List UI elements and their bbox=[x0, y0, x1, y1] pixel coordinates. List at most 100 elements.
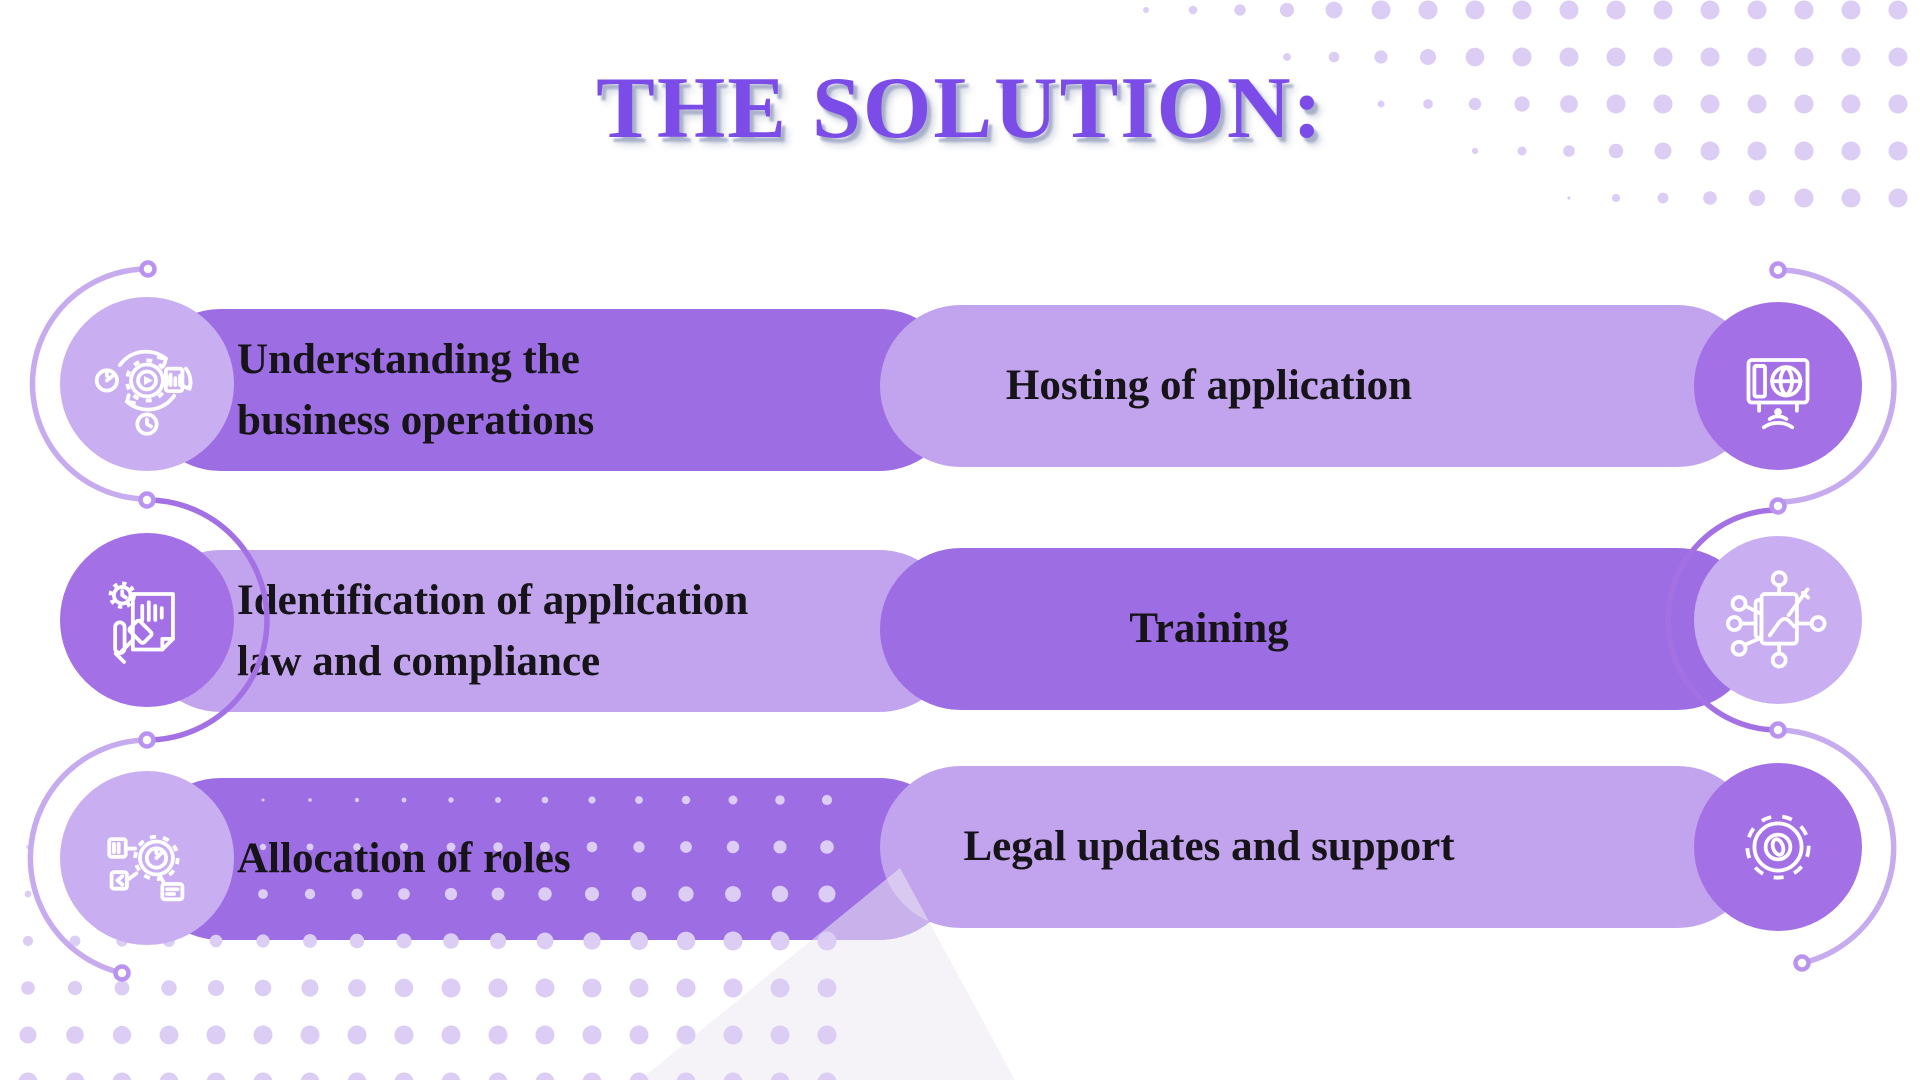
pattern-dot bbox=[351, 888, 363, 900]
pattern-dot bbox=[817, 978, 837, 998]
junction-dot bbox=[138, 731, 156, 749]
pattern-dot bbox=[398, 888, 410, 900]
pattern-dot bbox=[723, 931, 743, 951]
pattern-dot bbox=[676, 1072, 696, 1080]
pattern-dot bbox=[1747, 94, 1767, 114]
pattern-dot bbox=[1841, 141, 1861, 161]
pattern-dot bbox=[629, 1025, 649, 1045]
pattern-dot bbox=[1794, 188, 1814, 208]
pattern-dot bbox=[1747, 141, 1767, 161]
pattern-dot bbox=[771, 885, 789, 903]
pattern-dot bbox=[1841, 94, 1861, 114]
pill-identification-law-compliance: Identification of application law and co… bbox=[140, 550, 960, 712]
pattern-dot bbox=[1325, 1, 1343, 19]
pattern-dot bbox=[495, 797, 501, 803]
pattern-dot bbox=[22, 935, 34, 947]
pattern-dot bbox=[770, 1025, 790, 1045]
pattern-dot bbox=[535, 1025, 555, 1045]
pattern-dot bbox=[349, 933, 365, 949]
icon-circle-roles bbox=[60, 771, 234, 945]
pattern-dot bbox=[441, 1072, 461, 1080]
pattern-dot bbox=[1703, 191, 1717, 205]
pattern-dot bbox=[821, 794, 833, 806]
pattern-dot bbox=[588, 796, 596, 804]
pattern-dot bbox=[161, 980, 177, 996]
pattern-dot bbox=[206, 1072, 226, 1080]
pattern-dot bbox=[304, 888, 316, 900]
pattern-dot bbox=[1423, 99, 1433, 109]
pattern-dot bbox=[1888, 47, 1908, 67]
pattern-dot bbox=[24, 890, 32, 898]
pattern-dot bbox=[629, 1072, 649, 1080]
pattern-dot bbox=[347, 1025, 367, 1045]
pill-label: Legal updates and support bbox=[963, 823, 1455, 871]
pattern-dot bbox=[1560, 95, 1578, 113]
pattern-dot bbox=[1606, 94, 1626, 114]
roles-gear-icon bbox=[107, 834, 185, 902]
pattern-dot bbox=[1563, 145, 1575, 157]
pattern-dot bbox=[1841, 188, 1861, 208]
pattern-dot bbox=[1374, 50, 1388, 64]
junction-dot bbox=[1793, 954, 1811, 972]
pattern-dot bbox=[488, 978, 508, 998]
pattern-dot bbox=[1468, 97, 1482, 111]
training-network-icon bbox=[1725, 570, 1827, 669]
pattern-dot bbox=[254, 979, 272, 997]
pattern-dot bbox=[401, 797, 407, 803]
pattern-dot bbox=[208, 980, 224, 996]
pattern-dot bbox=[114, 980, 130, 996]
connector-arc-left-1 bbox=[29, 266, 149, 502]
pattern-dot bbox=[443, 933, 459, 949]
pattern-dot bbox=[306, 843, 314, 851]
pattern-dot bbox=[1465, 47, 1485, 67]
pattern-dot bbox=[394, 978, 414, 998]
pattern-dot bbox=[18, 1072, 38, 1080]
junction-dot bbox=[113, 964, 131, 982]
pattern-dot bbox=[817, 931, 837, 951]
pattern-dot bbox=[1700, 47, 1720, 67]
pattern-dot bbox=[1279, 2, 1295, 18]
law-compliance-icon bbox=[108, 581, 175, 664]
pattern-dot bbox=[394, 1025, 414, 1045]
pattern-dot bbox=[1328, 51, 1340, 63]
pattern-dot bbox=[446, 842, 456, 852]
pattern-dot bbox=[259, 843, 267, 851]
pattern-dot bbox=[583, 932, 601, 950]
pattern-dot bbox=[253, 1072, 273, 1080]
pill-legal-updates-support: Legal updates and support bbox=[880, 766, 1758, 928]
pattern-dot bbox=[301, 979, 319, 997]
pattern-dot bbox=[1888, 0, 1908, 20]
pattern-dot bbox=[535, 978, 555, 998]
pattern-dot bbox=[676, 931, 696, 951]
pattern-dot bbox=[441, 978, 461, 998]
pattern-dot bbox=[1841, 47, 1861, 67]
pattern-dot bbox=[69, 935, 81, 947]
pattern-dot bbox=[775, 795, 785, 805]
pattern-dot bbox=[1234, 4, 1246, 16]
pattern-dot bbox=[586, 841, 598, 853]
pattern-dot bbox=[1841, 0, 1861, 20]
pattern-dot bbox=[1465, 0, 1485, 20]
pattern-dot bbox=[818, 885, 836, 903]
pattern-dot bbox=[1611, 193, 1621, 203]
pattern-dot bbox=[308, 798, 312, 802]
pattern-dot bbox=[261, 798, 265, 802]
pattern-dot bbox=[1517, 146, 1527, 156]
pattern-dot bbox=[635, 796, 643, 804]
pattern-dot bbox=[1654, 142, 1672, 160]
connector-arc-left-2 bbox=[146, 497, 270, 743]
pattern-dot bbox=[681, 795, 691, 805]
pattern-dot bbox=[1606, 47, 1626, 67]
pattern-dot bbox=[1188, 5, 1198, 15]
pattern-dot bbox=[206, 1025, 226, 1045]
pattern-dot bbox=[1657, 192, 1669, 204]
pattern-dot bbox=[354, 797, 360, 803]
hosting-server-icon bbox=[1746, 358, 1810, 430]
pattern-dot bbox=[1794, 94, 1814, 114]
pill-label: Understanding the business operations bbox=[237, 335, 595, 444]
pattern-dot bbox=[631, 886, 647, 902]
pattern-dot bbox=[1143, 7, 1149, 13]
pattern-dot bbox=[256, 934, 270, 948]
pattern-dot bbox=[353, 843, 361, 851]
